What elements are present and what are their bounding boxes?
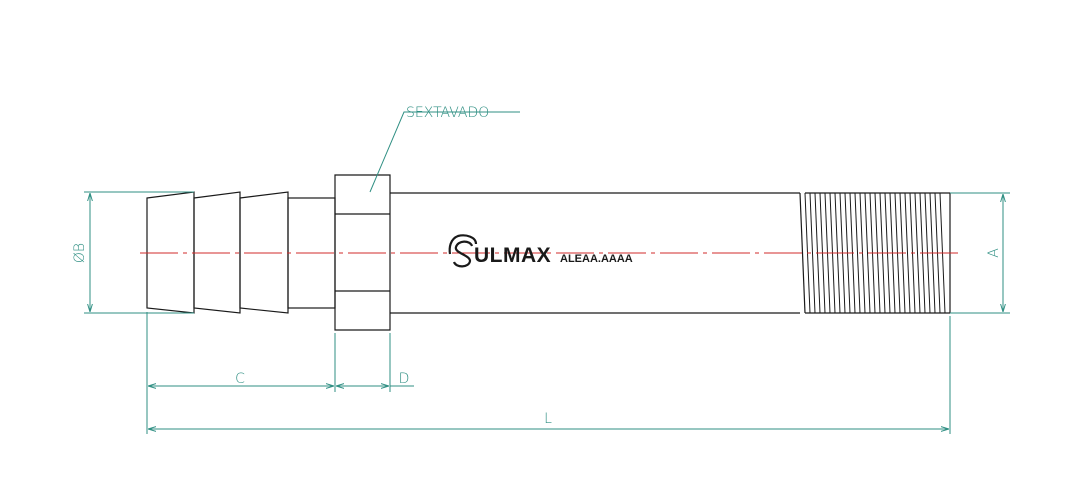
label-d: D	[399, 371, 410, 387]
dimension-labels: ØB A C D L SEXTAVADO	[72, 105, 1002, 427]
barb-3	[239, 191, 289, 314]
brand-mark: ULMAX ALEAA.AAAA	[448, 234, 633, 268]
label-a: A	[986, 248, 1002, 258]
label-c: C	[235, 371, 245, 387]
callout-sextavado: SEXTAVADO	[406, 105, 489, 121]
part-code: ALEAA.AAAA	[560, 253, 633, 265]
sulmax-logo-icon	[448, 234, 478, 268]
logo-text: ULMAX	[474, 244, 551, 267]
barb-2	[193, 191, 241, 314]
callout-leader	[369, 111, 520, 193]
label-diameter-b: ØB	[72, 243, 88, 263]
dimensions	[84, 111, 1010, 434]
hex-nut	[334, 174, 391, 331]
pipe-body	[390, 192, 806, 314]
label-l: L	[544, 411, 552, 427]
